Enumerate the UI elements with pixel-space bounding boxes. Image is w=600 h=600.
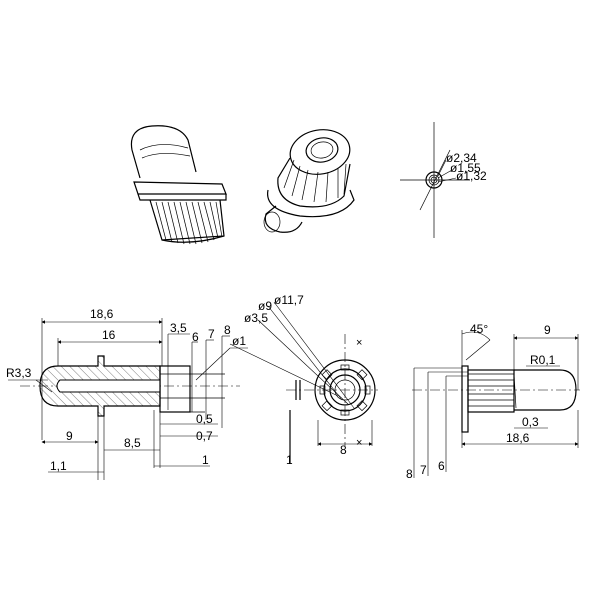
detail-view: ø2,34 ø1,55 ø1,32 (400, 122, 487, 238)
dim-len-1: 1 (202, 453, 209, 467)
isometric-view-pin (130, 125, 227, 245)
dim-dia-8: 8 (224, 323, 231, 337)
dim-gap-0-7: 0,7 (196, 429, 213, 443)
detail-dim-1-32: ø1,32 (456, 169, 487, 183)
isometric-view-knurl (263, 129, 355, 233)
dim-inner-length: 16 (102, 328, 116, 342)
dim-dia-11-7: ø11,7 (274, 293, 304, 307)
dim-right-dia-7: 7 (420, 463, 427, 477)
dim-len-1-1: 1,1 (50, 459, 67, 473)
dim-radius-0-1: R0,1 (530, 353, 556, 367)
dim-dia-6: 6 (192, 330, 199, 344)
dim-right-dia-6: 6 (438, 459, 445, 473)
section-view-left: 18,6 16 R3,3 3,5 6 7 8 ø1 0,5 0,7 9 (6, 307, 248, 480)
dim-dia-7: 7 (208, 327, 215, 341)
dim-dia-9: ø9 (258, 299, 272, 313)
svg-text:×: × (356, 437, 362, 449)
svg-text:×: × (356, 337, 362, 349)
detail-dim-1-55: ø1,55 (450, 161, 481, 175)
dim-overall-length-right: 18,6 (506, 431, 530, 445)
dim-step-3-5: 3,5 (170, 321, 187, 335)
dim-gap-0-5: 0,5 (196, 412, 213, 426)
dim-angle-45: 45° (470, 322, 488, 336)
dim-right-dia-8: 8 (406, 467, 413, 481)
dim-dia-1: ø1 (232, 334, 246, 348)
dim-front-width-8: 8 (340, 443, 347, 457)
dim-len-8-5: 8,5 (124, 436, 141, 450)
dim-radius-end: R3,3 (6, 366, 32, 380)
side-view-right: 45° 9 R0,1 0,3 18,6 8 7 6 (406, 322, 580, 481)
dim-gap-0-3: 0,3 (522, 415, 539, 429)
detail-dim-2-34: ø2,34 (446, 151, 477, 165)
front-view-middle: ø11,7 ø9 ø3,5 8 1 × × (229, 293, 378, 467)
dim-dia-3-5: ø3,5 (244, 311, 268, 325)
dim-front-1: 1 (286, 453, 293, 467)
dim-len-9: 9 (66, 429, 73, 443)
dim-overall-length: 18,6 (90, 307, 114, 321)
dim-len-9-right: 9 (544, 323, 551, 337)
